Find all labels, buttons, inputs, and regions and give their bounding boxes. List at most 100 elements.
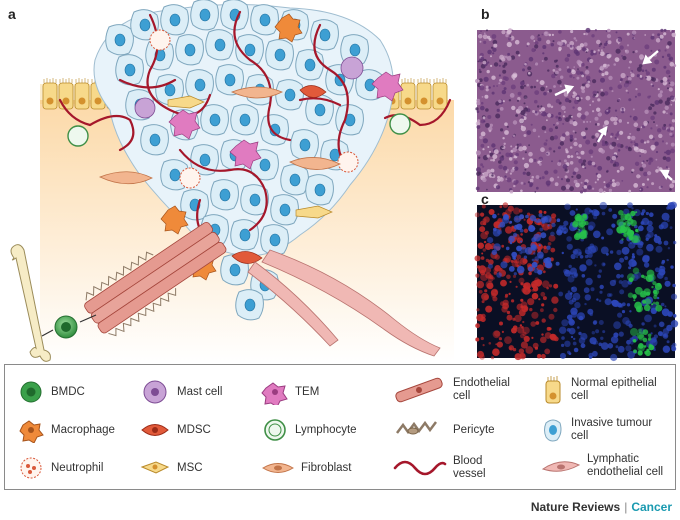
fluorescence-texture: [534, 256, 540, 261]
fluorescence-texture: [499, 221, 506, 228]
fluorescence-texture: [654, 282, 663, 291]
histology-texture: [562, 122, 565, 125]
fluorescence-texture: [531, 292, 539, 300]
histology-texture: [550, 105, 554, 109]
histology-texture: [558, 30, 562, 34]
histology-texture: [634, 142, 639, 147]
fluorescence-texture: [621, 310, 626, 314]
histology-texture: [671, 179, 676, 184]
fluorescence-texture: [632, 339, 637, 343]
histology-texture: [548, 33, 552, 37]
fluorescence-texture: [622, 222, 626, 226]
fluorescence-texture: [608, 208, 613, 212]
fluorescence-texture: [541, 223, 545, 227]
fluorescence-texture: [635, 228, 640, 233]
histology-texture: [583, 42, 588, 47]
fluorescence-texture: [510, 299, 515, 303]
histology-texture: [559, 85, 562, 88]
histology-texture: [516, 143, 519, 146]
fluorescence-texture: [500, 279, 507, 287]
histology-texture: [641, 161, 644, 164]
fluorescence-texture: [584, 235, 588, 239]
histology-texture: [491, 91, 495, 95]
histology-texture: [504, 76, 509, 82]
histology-texture: [632, 108, 635, 111]
fluorescence-texture: [523, 335, 530, 342]
histology-texture: [639, 75, 643, 78]
fluorescence-texture: [508, 345, 514, 351]
histology-texture: [564, 175, 568, 179]
fluorescence-texture: [571, 311, 578, 318]
msc-icon: [140, 461, 170, 474]
histology-texture: [541, 176, 545, 180]
histology-texture: [663, 28, 667, 32]
histology-texture: [665, 149, 671, 155]
histology-texture: [667, 41, 672, 46]
neutrophil-icon: [20, 457, 42, 479]
histology-texture: [614, 136, 617, 139]
fluorescence-texture: [490, 246, 494, 250]
histology-texture: [523, 107, 528, 112]
fluorescence-texture: [572, 341, 577, 346]
fluorescence-texture: [617, 312, 623, 318]
histology-texture: [648, 157, 654, 163]
histology-texture: [565, 150, 569, 154]
fluorescence-texture: [598, 269, 602, 273]
histology-texture: [619, 130, 624, 135]
histology-texture: [482, 116, 486, 120]
histology-texture: [606, 109, 609, 112]
fluorescence-texture: [666, 340, 670, 344]
histology-texture: [572, 76, 575, 79]
histology-texture: [660, 79, 664, 83]
histology-texture: [524, 63, 527, 66]
fluorescence-texture: [488, 209, 495, 215]
histology-texture: [586, 120, 589, 123]
histology-texture: [477, 33, 483, 39]
fluorescence-texture: [643, 262, 650, 268]
fluorescence-texture: [596, 298, 599, 301]
histology-texture: [594, 116, 599, 121]
fluorescence-texture: [636, 305, 643, 313]
histology-texture: [581, 62, 585, 67]
histology-texture: [660, 28, 664, 32]
histology-texture: [580, 97, 583, 100]
histology-texture: [625, 49, 629, 54]
histology-texture: [576, 112, 582, 118]
histology-texture: [501, 155, 504, 158]
histology-texture: [575, 39, 578, 42]
histology-texture: [607, 64, 610, 67]
fluorescence-texture: [597, 274, 601, 279]
fluorescence-texture: [575, 255, 579, 259]
fluorescence-texture: [548, 327, 552, 331]
histology-texture: [562, 133, 566, 137]
histology-texture: [523, 102, 526, 105]
histology-texture: [644, 34, 647, 36]
histology-texture: [581, 83, 585, 87]
fluorescence-texture: [641, 209, 646, 214]
fluorescence-texture: [492, 228, 501, 237]
fluorescence-texture: [520, 240, 523, 243]
histology-texture: [557, 176, 560, 179]
fluorescence-texture: [629, 310, 632, 313]
histology-texture: [628, 189, 632, 193]
fluorescence-texture: [498, 337, 502, 341]
fluorescence-texture: [656, 296, 660, 300]
histology-texture: [590, 155, 593, 158]
histology-texture: [513, 73, 518, 78]
histology-texture: [605, 30, 608, 33]
fluorescence-texture: [520, 301, 528, 309]
fluorescence-texture: [488, 342, 492, 345]
histology-texture: [546, 119, 548, 122]
histology-texture: [663, 65, 667, 69]
histology-texture: [509, 172, 512, 175]
fluorescence-texture: [507, 205, 514, 212]
histology-texture: [645, 69, 648, 72]
legend-item-invasive-tumour: Invasive tumour cell: [541, 415, 671, 445]
fluorescence-texture: [598, 299, 602, 303]
histology-texture: [546, 39, 551, 45]
histology-texture: [566, 178, 570, 183]
histology-texture: [655, 169, 659, 173]
histology-texture: [584, 111, 589, 116]
fluorescence-texture: [637, 225, 644, 232]
histology-texture: [587, 185, 592, 190]
